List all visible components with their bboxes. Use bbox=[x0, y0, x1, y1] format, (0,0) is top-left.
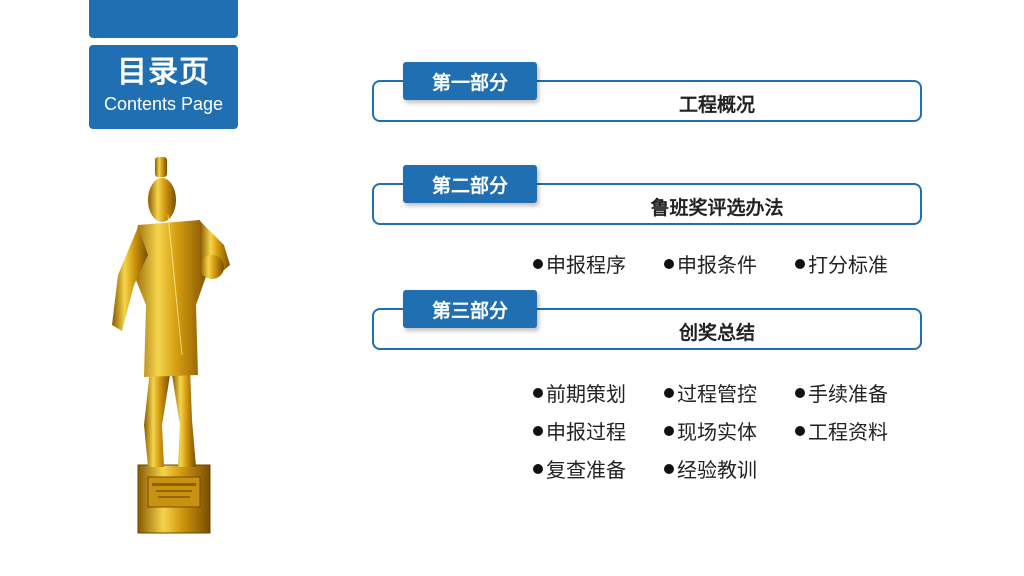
list-item[interactable]: 经验教训 bbox=[664, 454, 795, 483]
list-item[interactable]: 申报程序 bbox=[533, 249, 664, 278]
items-row: 申报程序 申报条件 打分标准 bbox=[533, 244, 926, 282]
section-3[interactable]: 创奖总结 第三部分 bbox=[372, 290, 926, 350]
trophy-icon bbox=[112, 157, 230, 534]
list-item[interactable]: 手续准备 bbox=[795, 378, 926, 407]
section-1-title: 工程概况 bbox=[678, 94, 755, 116]
top-accent-bar bbox=[89, 0, 238, 38]
bullet-icon bbox=[533, 388, 543, 398]
section-1-tag: 第一部分 bbox=[403, 62, 537, 100]
list-item[interactable]: 复查准备 bbox=[533, 454, 664, 483]
list-item[interactable]: 前期策划 bbox=[533, 378, 664, 407]
section-1[interactable]: 工程概况 第一部分 bbox=[372, 62, 926, 122]
list-item[interactable]: 过程管控 bbox=[664, 378, 795, 407]
section-3-title: 创奖总结 bbox=[678, 322, 755, 344]
items-row: 复查准备 经验教训 bbox=[533, 449, 926, 487]
section-3-tag: 第三部分 bbox=[403, 290, 537, 328]
bullet-icon bbox=[795, 259, 805, 269]
list-item[interactable]: 申报过程 bbox=[533, 416, 664, 445]
bullet-icon bbox=[533, 426, 543, 436]
title-block: 目录页 Contents Page bbox=[89, 45, 238, 129]
bullet-icon bbox=[664, 464, 674, 474]
list-item[interactable]: 申报条件 bbox=[664, 249, 795, 278]
bullet-icon bbox=[533, 259, 543, 269]
section-2-tag: 第二部分 bbox=[403, 165, 537, 203]
list-item[interactable]: 现场实体 bbox=[664, 416, 795, 445]
page-subtitle: Contents Page bbox=[103, 94, 224, 114]
list-item[interactable]: 工程资料 bbox=[795, 416, 926, 445]
bullet-icon bbox=[795, 426, 805, 436]
items-row: 申报过程 现场实体 工程资料 bbox=[533, 411, 926, 449]
bullet-icon bbox=[664, 259, 674, 269]
bullet-icon bbox=[664, 388, 674, 398]
bullet-icon bbox=[664, 426, 674, 436]
list-item[interactable]: 打分标准 bbox=[795, 249, 926, 278]
items-row: 前期策划 过程管控 手续准备 bbox=[533, 373, 926, 411]
section-3-items: 前期策划 过程管控 手续准备 申报过程 现场实体 工程资料 复查准备 经验教训 bbox=[533, 373, 926, 487]
page-title: 目录页 bbox=[117, 55, 210, 90]
section-2-items: 申报程序 申报条件 打分标准 bbox=[533, 244, 926, 282]
bullet-icon bbox=[795, 388, 805, 398]
section-2[interactable]: 鲁班奖评选办法 第二部分 bbox=[372, 165, 926, 225]
bullet-icon bbox=[533, 464, 543, 474]
section-2-title: 鲁班奖评选办法 bbox=[650, 197, 784, 219]
